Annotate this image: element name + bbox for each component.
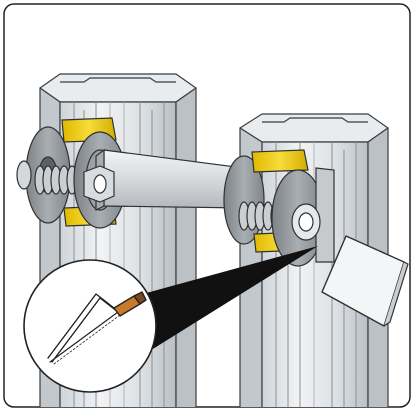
right-spring — [238, 201, 282, 231]
callout-circle — [23, 259, 157, 393]
right-clamp-assembly — [223, 149, 335, 267]
callout-pointer — [128, 246, 318, 352]
hacksaw-icon — [47, 291, 147, 365]
adhesive-pad-icon — [321, 235, 409, 327]
left-spring — [34, 165, 78, 195]
